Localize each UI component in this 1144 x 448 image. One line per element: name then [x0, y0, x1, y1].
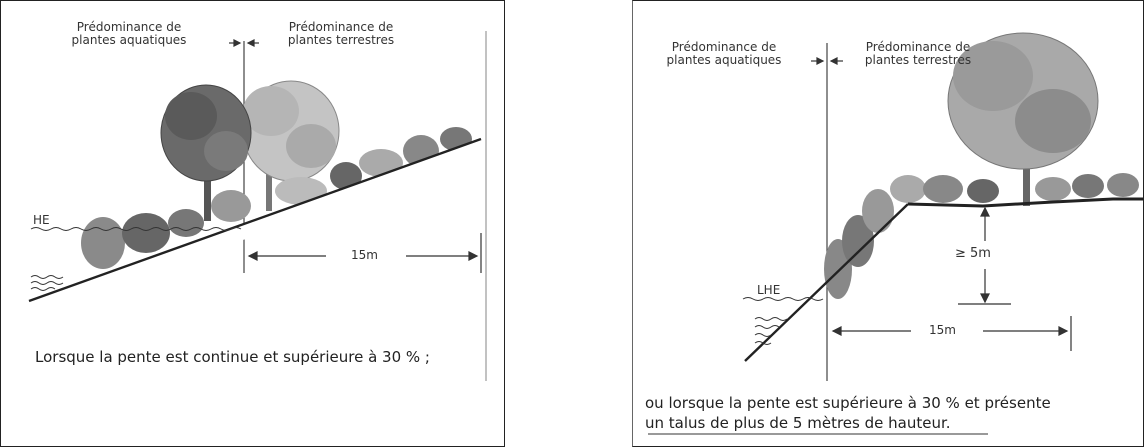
height-dimension: [958, 206, 1011, 305]
shrubs: [81, 127, 472, 269]
transition-arrows: [229, 39, 259, 47]
distance-label: 15m: [351, 248, 378, 262]
height-label: ≥ 5m: [955, 246, 991, 261]
aquatic-tree: [160, 84, 252, 221]
right-diagram-illustration: [648, 32, 1144, 435]
water-waves: [30, 275, 64, 291]
slope-ground: [744, 203, 909, 362]
terrestrial-tree: [947, 32, 1099, 206]
top-ground: [907, 197, 1144, 208]
distance-label: 15m: [929, 323, 956, 337]
left-caption: Lorsque la pente est continue et supérie…: [35, 348, 430, 366]
water-level-lhe: [742, 297, 824, 345]
distance-dimension: [831, 316, 1072, 351]
shrubs: [824, 173, 1139, 299]
water-level-label: LHE: [757, 283, 781, 297]
transition-arrows: [811, 57, 843, 65]
right-caption: ou lorsque la pente est supérieure à 30 …: [645, 394, 1051, 432]
water-level-label: HE: [33, 213, 50, 227]
left-diagram-illustration: [28, 31, 487, 381]
slope-ground: [28, 137, 482, 303]
distance-dimension: [247, 233, 482, 273]
water-level-he: [30, 227, 242, 231]
